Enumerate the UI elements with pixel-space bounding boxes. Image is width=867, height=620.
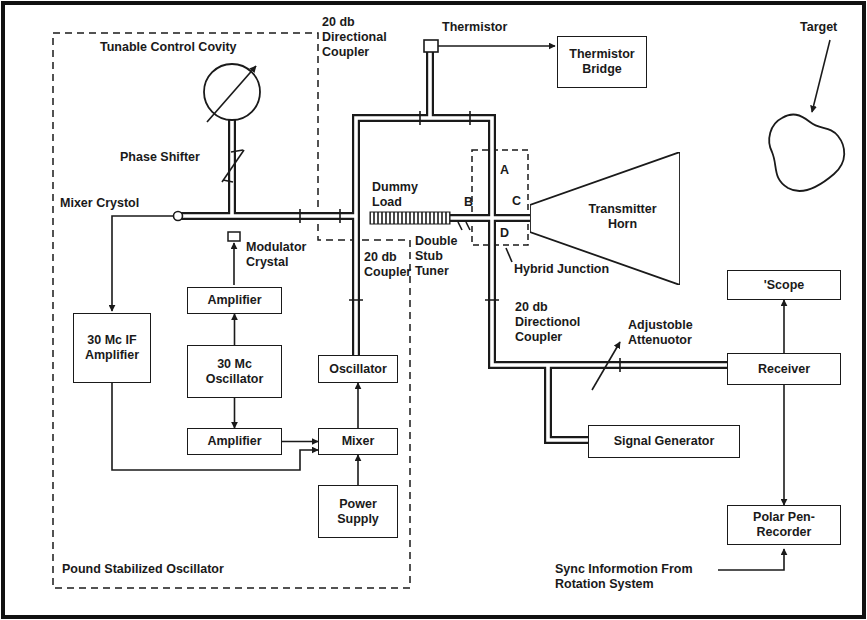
box-label: Receiver xyxy=(758,362,810,377)
part-label: 20 db Coupler xyxy=(364,250,409,280)
process-box: Signal Generator xyxy=(588,425,740,458)
dummy-load-symbol xyxy=(370,212,450,224)
part-label: Tunable Control Covity xyxy=(100,40,237,55)
control-cavity xyxy=(204,64,260,120)
box-label: Power Supply xyxy=(329,497,387,527)
signal-connector xyxy=(783,385,785,505)
tuning-arrow xyxy=(207,66,256,122)
process-box: Amplifier xyxy=(187,287,282,314)
modulator-wire xyxy=(233,243,235,285)
signal-connector xyxy=(357,455,359,485)
target-leader xyxy=(812,40,830,112)
process-box: 30 Mc IF Amplifier xyxy=(73,313,151,383)
stub-tuner-symbol xyxy=(458,222,470,230)
part-label: Dummy Load xyxy=(372,180,420,210)
leader-line xyxy=(506,248,512,262)
modulator-crystal-symbol xyxy=(228,232,240,241)
box-label: 30 Mc Oscillator xyxy=(204,357,266,387)
mixer-crystal-symbol xyxy=(174,212,183,221)
crystal-wire xyxy=(112,216,173,311)
part-label: D xyxy=(500,226,509,241)
box-label: Thermistor Bridge xyxy=(564,47,640,77)
process-box: 30 Mc Oscillator xyxy=(187,345,282,398)
box-label: Amplifier xyxy=(207,434,261,449)
box-label: Signal Generator xyxy=(614,434,715,449)
signal-connector xyxy=(234,314,236,345)
part-label: A xyxy=(500,163,509,178)
signal-connector xyxy=(357,383,359,428)
sync-wire xyxy=(718,549,784,570)
phase-shifter-symbol xyxy=(222,150,244,182)
part-label: C xyxy=(512,194,521,209)
process-box: Power Supply xyxy=(318,485,398,538)
process-box: Oscillator xyxy=(318,355,398,383)
attenuator-symbol xyxy=(592,342,620,390)
process-box: Polar Pen-Recorder xyxy=(727,505,841,545)
oscillator-group: Pound Stabilized Oscillator Amplifier 30 M… xyxy=(53,33,410,588)
box-label: Amplifier xyxy=(207,293,261,308)
waveguide xyxy=(180,52,727,440)
box-label: Oscillator xyxy=(329,362,387,377)
box-label: 30 Mc IF Amplifier xyxy=(81,333,143,363)
target-shape xyxy=(769,115,844,191)
part-label: 20 db Directionol Coupler xyxy=(515,300,590,345)
process-box: Mixer xyxy=(318,428,398,455)
signal-connector xyxy=(234,398,236,428)
signal-connector xyxy=(282,441,318,443)
part-label: B xyxy=(464,195,473,210)
process-box: Thermistor Bridge xyxy=(557,36,647,88)
process-box: 'Scope xyxy=(727,270,841,300)
group-title: Pound Stabilized Oscillator xyxy=(62,562,224,576)
part-label: Mixer Crystol xyxy=(60,196,139,211)
part-label: Thermistor xyxy=(442,20,507,35)
box-label: Polar Pen-Recorder xyxy=(734,510,834,540)
part-label: Double Stub Tuner xyxy=(415,234,463,279)
part-label: Phase Shifter xyxy=(120,150,200,165)
part-label: Hybrid Junction xyxy=(514,262,609,277)
part-label: Target xyxy=(800,20,837,35)
box-label: Mixer xyxy=(342,434,375,449)
box-label: Transmitter Horn xyxy=(575,202,670,232)
hybrid-junction-outline xyxy=(472,150,528,245)
frame xyxy=(3,3,864,617)
phase-shifter-symbol xyxy=(223,150,243,182)
process-box: Amplifier xyxy=(187,428,282,455)
part-label: 20 db Directional Coupler xyxy=(322,15,402,60)
part-label: Sync Informotion From Rotation System xyxy=(555,562,715,592)
thermistor-wire xyxy=(438,45,555,47)
thermistor-symbol xyxy=(424,40,438,52)
signal-connector xyxy=(783,300,785,353)
box-label: 'Scope xyxy=(764,278,805,293)
process-box: Receiver xyxy=(727,353,841,385)
part-label: Modulator Crystal xyxy=(246,240,316,270)
part-label: Adjustoble Attenuotor xyxy=(628,318,713,348)
waveguide-inner xyxy=(180,52,727,440)
